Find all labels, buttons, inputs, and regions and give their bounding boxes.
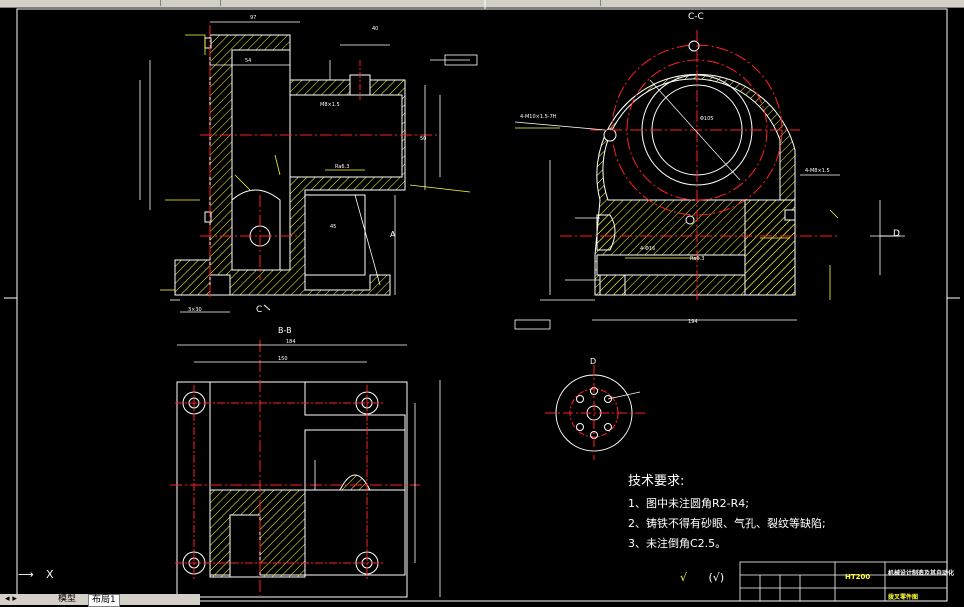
tech-req-item: 2、铸铁不得有砂眼、气孔、裂纹等缺陷; <box>628 517 826 530</box>
svg-text:Φ105: Φ105 <box>700 116 713 122</box>
svg-text:Ra6.3: Ra6.3 <box>335 164 349 170</box>
front-view: 97 54 40 M8×1.5 50 3×30 45 Ra6.3 C A <box>139 15 478 315</box>
svg-text:54: 54 <box>245 58 251 64</box>
section-bb-title: B-B <box>278 326 292 335</box>
section-cc-title: C-C <box>688 12 704 22</box>
technical-requirements: 技术要求: 1、图中未注圆角R2-R4; 2、铸铁不得有砂眼、气孔、裂纹等缺陷;… <box>628 470 826 555</box>
svg-text:A: A <box>390 230 396 239</box>
svg-text:150: 150 <box>278 356 288 362</box>
view-d: D <box>545 357 645 460</box>
toolbar-segment[interactable] <box>220 0 601 6</box>
tech-req-title: 技术要求: <box>628 474 685 489</box>
svg-text:4-M8×1.5: 4-M8×1.5 <box>805 168 830 174</box>
cut-label-c: C <box>256 305 262 315</box>
cad-toolbar-strip[interactable] <box>0 0 964 8</box>
layout-tabs: ◂ ▸ 模型 布局1 <box>0 594 200 607</box>
svg-text:97: 97 <box>250 15 256 21</box>
section-bb-view: B-B 184 150 <box>170 326 441 600</box>
tab-layout1[interactable]: 布局1 <box>88 594 120 607</box>
toolbar-segment[interactable] <box>0 0 161 6</box>
svg-text:4-Φ16: 4-Φ16 <box>640 246 655 252</box>
svg-text:194: 194 <box>688 319 698 325</box>
title-block-drawing-name: 机械设计制造及其自动化 <box>888 570 955 577</box>
surface-finish-symbol-icon: √ <box>680 571 688 584</box>
svg-text:50: 50 <box>420 136 426 142</box>
view-d-arrow-label: D <box>893 229 900 239</box>
title-block-material: HT200 <box>845 573 871 581</box>
title-block-part-name: 拨叉零件图 <box>888 594 919 601</box>
svg-text:45: 45 <box>330 224 336 230</box>
view-d-title: D <box>590 357 596 366</box>
surface-finish-text: (√) <box>708 571 725 584</box>
tab-model[interactable]: 模型 <box>58 594 77 604</box>
ucs-x-label: X <box>46 568 54 581</box>
drawing-border <box>16 8 948 602</box>
toolbar-segment[interactable] <box>160 0 221 6</box>
title-block <box>739 561 948 602</box>
tech-req-item: 1、图中未注圆角R2-R4; <box>628 497 749 510</box>
svg-text:3×30: 3×30 <box>188 307 202 313</box>
tech-req-item: 3、未注倒角C2.5。 <box>628 537 727 550</box>
svg-text:Ra6.3: Ra6.3 <box>690 256 704 262</box>
svg-text:M8×1.5: M8×1.5 <box>320 102 340 108</box>
svg-text:40: 40 <box>372 26 378 32</box>
svg-text:4-M10×1.5-7H: 4-M10×1.5-7H <box>520 114 557 120</box>
tab-nav-arrows[interactable]: ◂ ▸ <box>5 594 17 604</box>
surface-finish-note: √ (√) <box>680 571 724 584</box>
section-cc-view: C-C <box>514 12 905 330</box>
svg-text:184: 184 <box>286 339 296 345</box>
